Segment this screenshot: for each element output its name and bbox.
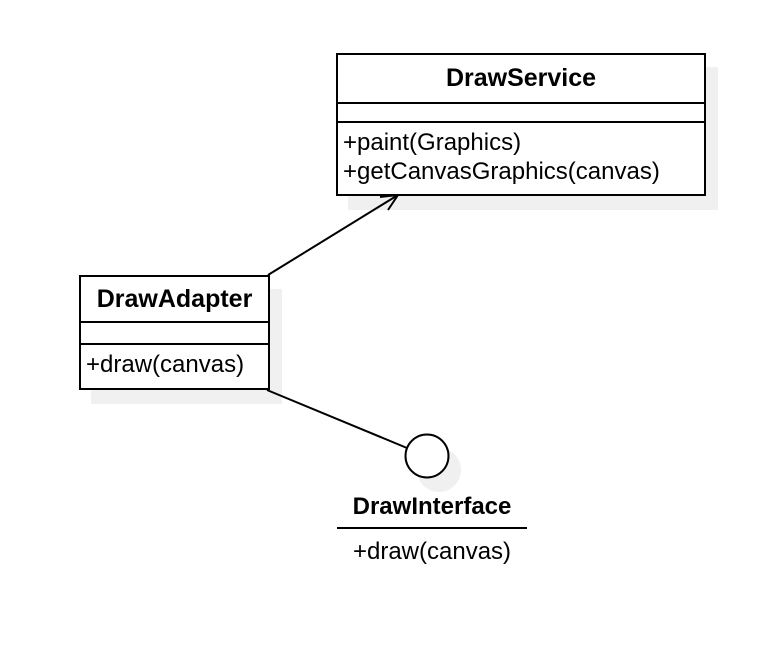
class-method: +paint(Graphics) xyxy=(343,129,522,156)
association-line-adapter-to-service[interactable] xyxy=(267,194,399,276)
class-box-drawadapter[interactable]: DrawAdapter +draw(canvas) xyxy=(79,275,270,390)
class-title: DrawService xyxy=(338,55,704,104)
class-box-drawservice[interactable]: DrawService +paint(Graphics) +getCanvasG… xyxy=(336,53,706,196)
lollipop-interface-circle[interactable] xyxy=(404,433,450,479)
class-attributes-compartment-empty xyxy=(81,323,268,345)
interface-label-drawinterface[interactable]: DrawInterface +draw(canvas) xyxy=(337,493,527,567)
class-methods-compartment: +paint(Graphics) +getCanvasGraphics(canv… xyxy=(338,123,704,186)
class-attributes-compartment-empty xyxy=(338,104,704,123)
interface-method: +draw(canvas) xyxy=(352,538,512,565)
class-method: +getCanvasGraphics(canvas) xyxy=(343,158,660,185)
class-title: DrawAdapter xyxy=(81,277,268,323)
interface-name: DrawInterface xyxy=(337,493,527,529)
class-method: +draw(canvas) xyxy=(86,351,245,378)
lollipop-connection-line[interactable] xyxy=(266,389,408,449)
class-methods-compartment: +draw(canvas) xyxy=(81,345,268,379)
